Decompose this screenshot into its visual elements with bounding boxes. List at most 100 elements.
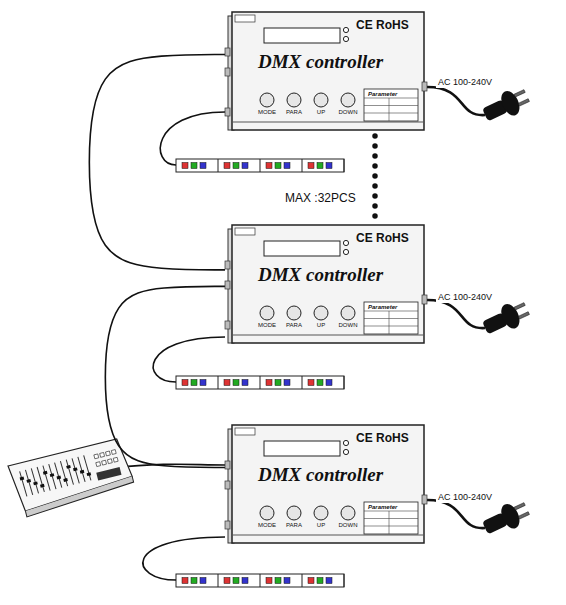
strip-body xyxy=(176,159,344,172)
fader-knob xyxy=(40,484,45,488)
button-label: PARA xyxy=(286,322,302,328)
button-label: UP xyxy=(317,109,325,115)
socket xyxy=(225,68,230,76)
indicator-led xyxy=(343,36,348,41)
button-label: MODE xyxy=(258,322,276,328)
fader-knob xyxy=(87,472,92,476)
led-chip xyxy=(233,578,239,584)
table-rule xyxy=(364,326,418,327)
model-tag xyxy=(235,228,255,235)
led-chip xyxy=(182,578,188,584)
fader-knob xyxy=(63,478,68,482)
mains-plug xyxy=(480,297,533,340)
table-heading: Parameter xyxy=(368,91,397,97)
push-button xyxy=(341,506,355,520)
led-chip xyxy=(200,380,206,386)
led-chip xyxy=(224,578,230,584)
fader-slot xyxy=(78,457,85,482)
housing xyxy=(232,225,424,343)
product-name: DMX controller xyxy=(258,52,383,71)
led-chip xyxy=(191,163,197,169)
cut-line xyxy=(344,159,345,172)
table-rule xyxy=(364,98,418,99)
plug-pin xyxy=(518,512,529,519)
led-chip xyxy=(317,380,323,386)
dmx-controller-box: CE RoHSDMX controllerMODEPARAUPDOWNParam… xyxy=(232,225,424,343)
led-chip xyxy=(326,163,332,169)
fader-knob xyxy=(43,471,48,475)
console-key xyxy=(100,452,105,457)
fader-slot xyxy=(31,468,38,493)
push-button xyxy=(260,506,274,520)
cert-mark: CE RoHS xyxy=(356,432,409,444)
cable xyxy=(427,300,485,328)
table-heading: Parameter xyxy=(368,504,397,510)
led-chip xyxy=(317,163,323,169)
plug-pin xyxy=(518,312,529,319)
product-name: DMX controller xyxy=(258,465,383,484)
console-key xyxy=(102,460,107,465)
led-chip xyxy=(284,380,290,386)
cut-line xyxy=(302,376,303,389)
power-socket xyxy=(422,495,427,504)
led-chip xyxy=(224,163,230,169)
plug-pin xyxy=(518,99,529,106)
edge-line xyxy=(232,535,424,536)
fader-slot xyxy=(72,458,79,483)
lcd-screen xyxy=(264,28,340,43)
led-chip xyxy=(266,578,272,584)
table-rule xyxy=(364,318,418,319)
console-key xyxy=(107,459,112,464)
led-strip xyxy=(176,159,344,172)
console-key xyxy=(106,451,111,456)
strip-body xyxy=(176,574,344,587)
push-button xyxy=(287,306,301,320)
cut-line xyxy=(302,574,303,587)
console-display xyxy=(96,467,121,481)
socket xyxy=(225,108,230,116)
table-rule xyxy=(364,113,418,114)
fader-knob xyxy=(66,465,71,469)
fader-knob xyxy=(57,476,62,480)
push-button xyxy=(341,306,355,320)
fader-knob xyxy=(73,467,78,471)
fader-knob xyxy=(26,479,31,483)
dmx-cable xyxy=(89,54,225,269)
mains-plug xyxy=(480,84,533,127)
table-heading: Parameter xyxy=(368,304,397,310)
fader-slot xyxy=(60,461,67,486)
plug-pin xyxy=(514,303,525,310)
led-chip xyxy=(191,380,197,386)
indicator-led xyxy=(343,449,348,454)
fader-slot xyxy=(37,467,44,492)
led-chip xyxy=(233,163,239,169)
console-key xyxy=(113,457,118,462)
cable xyxy=(143,537,225,580)
dmx-controller-box: CE RoHSDMX controllerMODEPARAUPDOWNParam… xyxy=(232,425,424,543)
table-rule xyxy=(389,98,390,121)
fader-slot xyxy=(20,471,27,496)
led-chip xyxy=(308,380,314,386)
cert-mark: CE RoHS xyxy=(356,19,409,31)
push-button xyxy=(260,306,274,320)
push-button xyxy=(314,506,328,520)
led-chip xyxy=(182,380,188,386)
indicator-led xyxy=(343,27,348,32)
button-label: DOWN xyxy=(339,322,358,328)
socket xyxy=(225,521,230,529)
voltage-label: AC 100-240V xyxy=(436,493,494,503)
button-label: DOWN xyxy=(339,522,358,528)
socket xyxy=(225,461,230,469)
indicator-led xyxy=(343,440,348,445)
parameter-table xyxy=(364,502,418,534)
cut-line xyxy=(218,574,219,587)
button-label: MODE xyxy=(258,522,276,528)
led-chip xyxy=(275,163,281,169)
push-button xyxy=(287,506,301,520)
table-rule xyxy=(389,511,390,534)
led-chip xyxy=(191,578,197,584)
edge-line xyxy=(232,122,424,123)
led-chip xyxy=(317,578,323,584)
fader-slot xyxy=(43,465,50,490)
socket xyxy=(225,48,230,56)
